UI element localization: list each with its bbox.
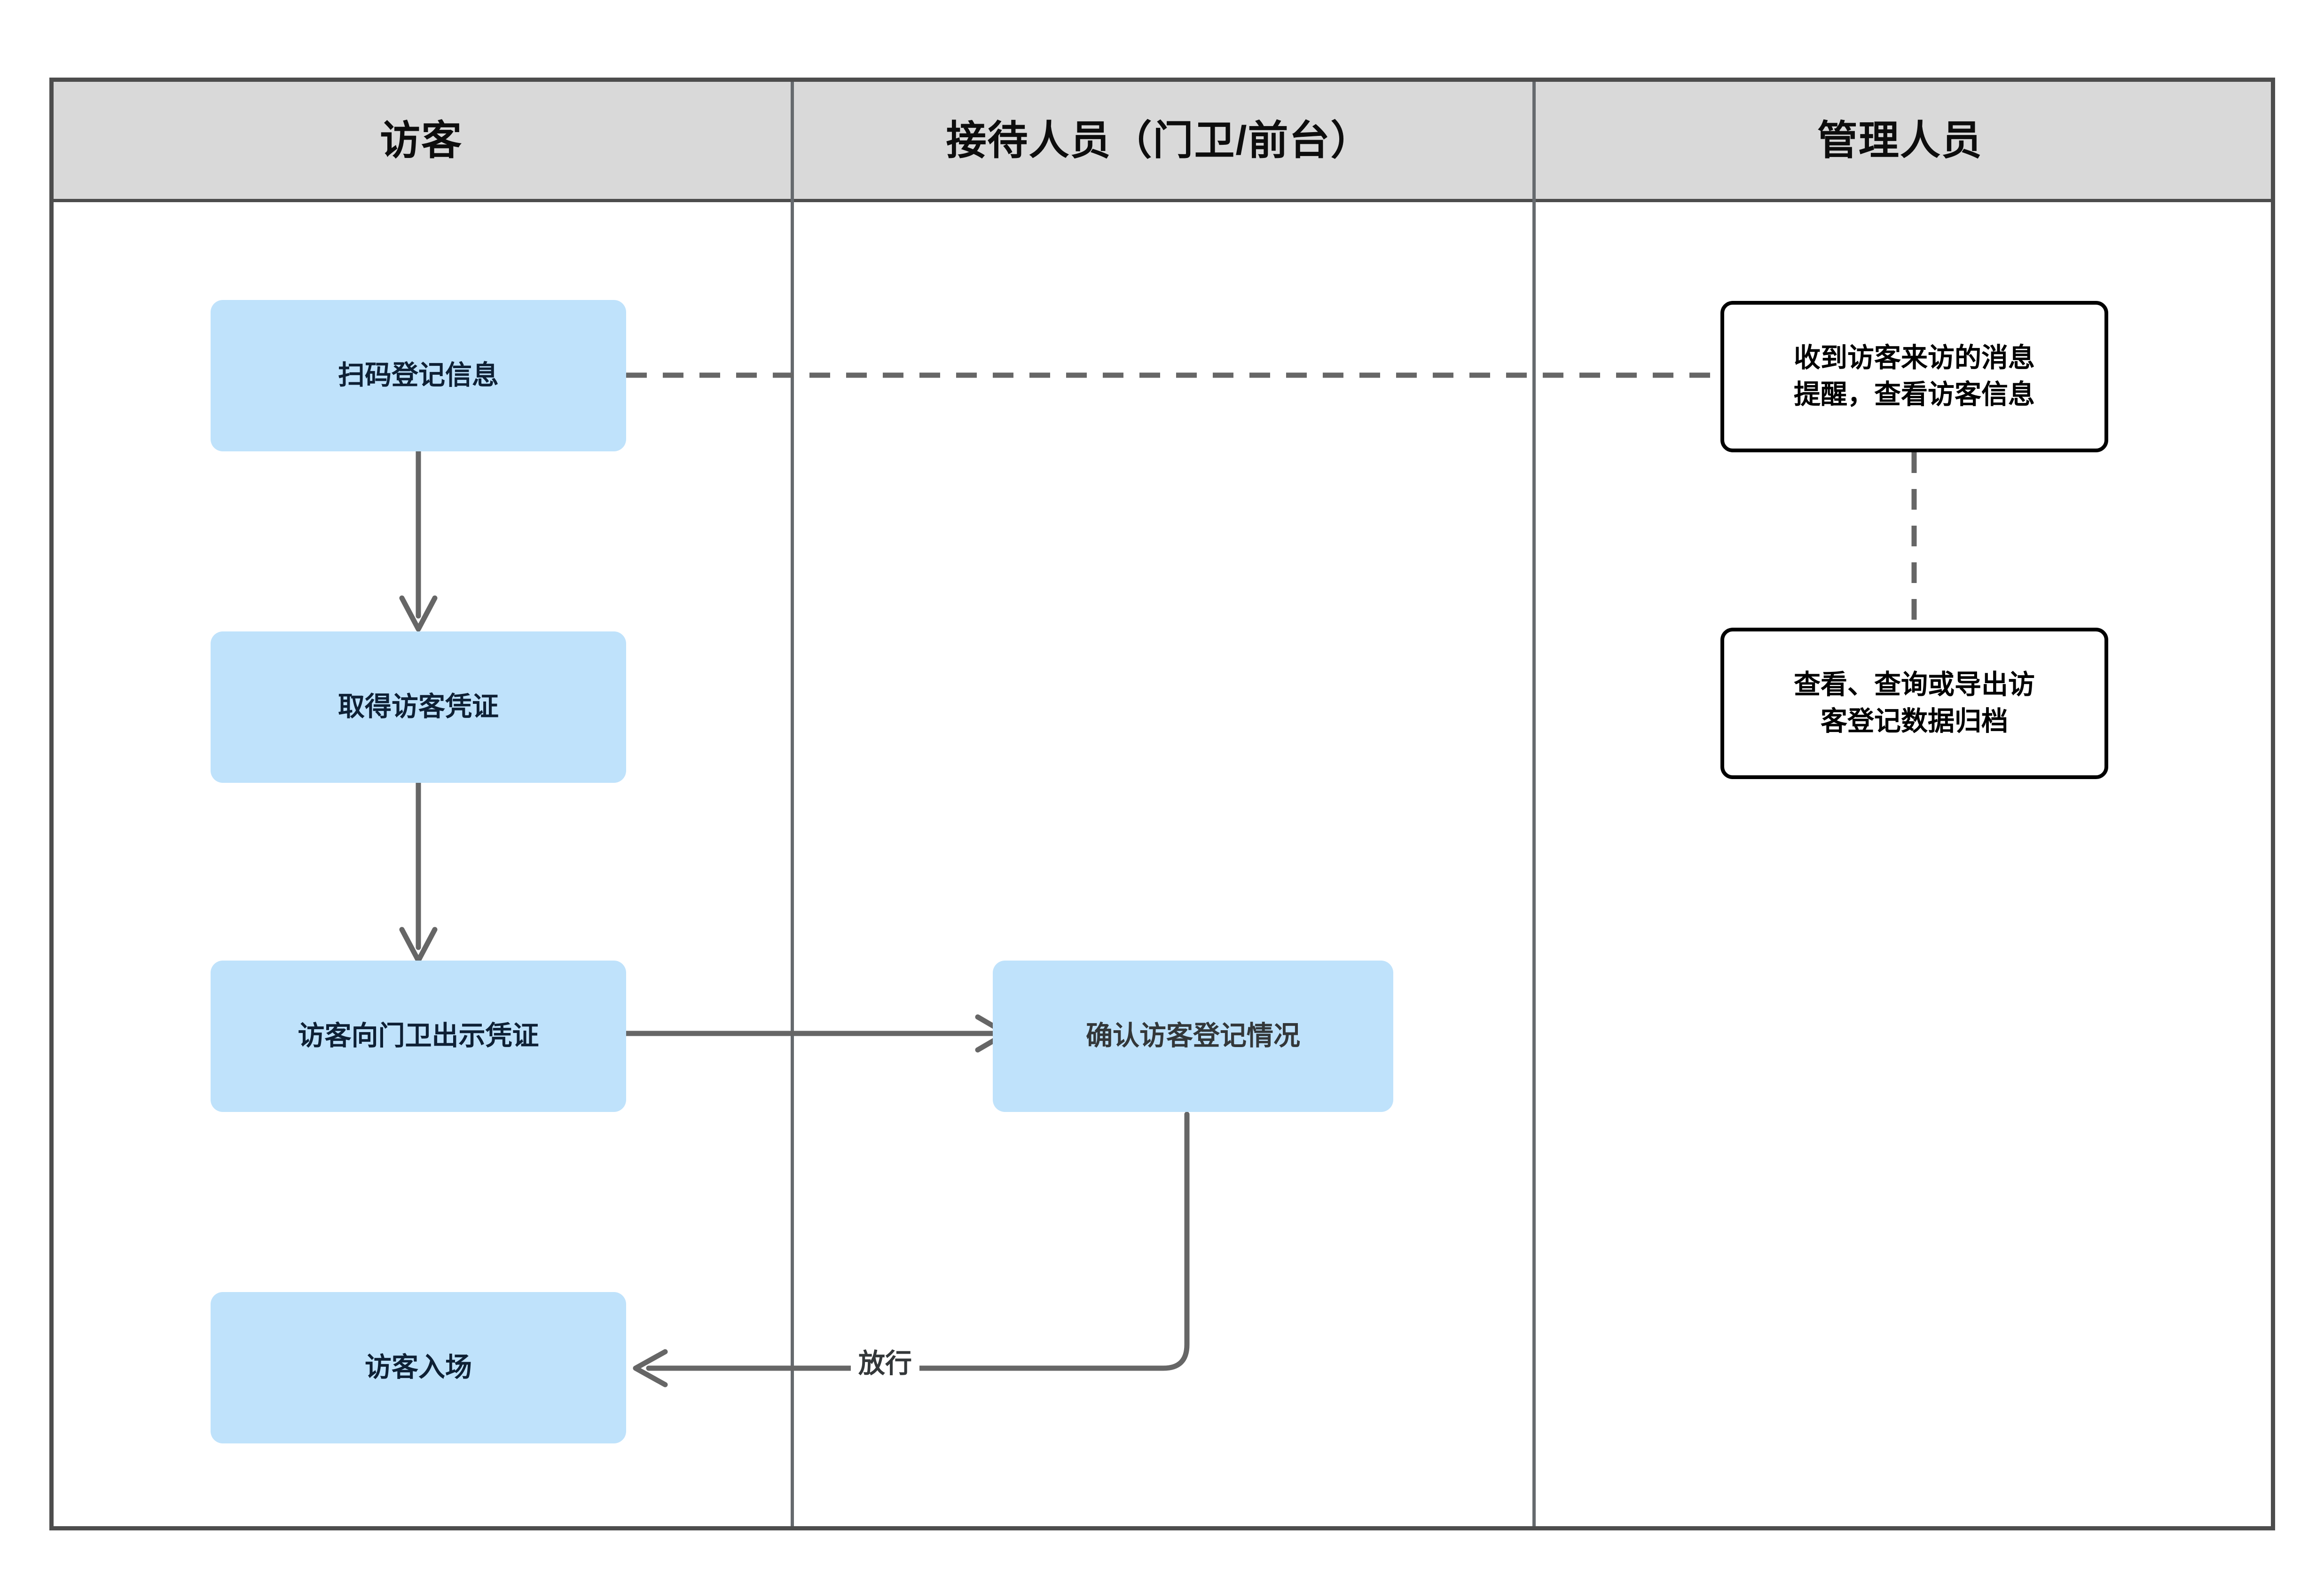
node-scan-register[interactable]: 扫码登记信息 — [211, 300, 626, 451]
node-confirm-record[interactable]: 确认访客登记情况 — [993, 961, 1393, 1112]
lane-divider-1 — [791, 82, 794, 1526]
node-archive-data-label: 查看、查询或导出访 客登记数据归档 — [1787, 667, 2041, 740]
lane-header-manager: 管理人员 — [1529, 82, 2271, 199]
node-receive-notice-line1: 收到访客来访的消息 — [1794, 343, 2035, 373]
node-visitor-enter-label: 访客入场 — [365, 1352, 472, 1383]
node-archive-data-line1: 查看、查询或导出访 — [1794, 670, 2035, 700]
node-archive-data[interactable]: 查看、查询或导出访 客登记数据归档 — [1720, 628, 2108, 779]
edge-label-allow-entry: 放行 — [851, 1350, 919, 1377]
lane-header-visitor: 访客 — [54, 82, 789, 199]
lane-header-reception: 接待人员（门卫/前台） — [789, 82, 1529, 199]
lane-title-reception: 接待人员（门卫/前台） — [946, 118, 1372, 163]
node-receive-notice-line2: 提醒，查看访客信息 — [1794, 379, 2035, 410]
node-get-pass[interactable]: 取得访客凭证 — [211, 631, 626, 783]
node-get-pass-label: 取得访客凭证 — [338, 692, 499, 722]
node-receive-notice-label: 收到访客来访的消息 提醒，查看访客信息 — [1787, 340, 2041, 413]
node-receive-notice[interactable]: 收到访客来访的消息 提醒，查看访客信息 — [1720, 301, 2108, 452]
lane-header-row: 访客 接待人员（门卫/前台） 管理人员 — [54, 82, 2271, 202]
node-show-pass-label: 访客向门卫出示凭证 — [298, 1021, 539, 1051]
node-show-pass[interactable]: 访客向门卫出示凭证 — [211, 961, 626, 1112]
node-visitor-enter[interactable]: 访客入场 — [211, 1292, 626, 1443]
lane-divider-2 — [1532, 82, 1536, 1526]
node-confirm-record-label: 确认访客登记情况 — [1086, 1021, 1300, 1051]
lane-title-visitor: 访客 — [380, 118, 463, 163]
lane-title-manager: 管理人员 — [1817, 118, 1983, 163]
node-scan-register-label: 扫码登记信息 — [338, 360, 499, 391]
node-archive-data-line2: 客登记数据归档 — [1821, 706, 2008, 736]
